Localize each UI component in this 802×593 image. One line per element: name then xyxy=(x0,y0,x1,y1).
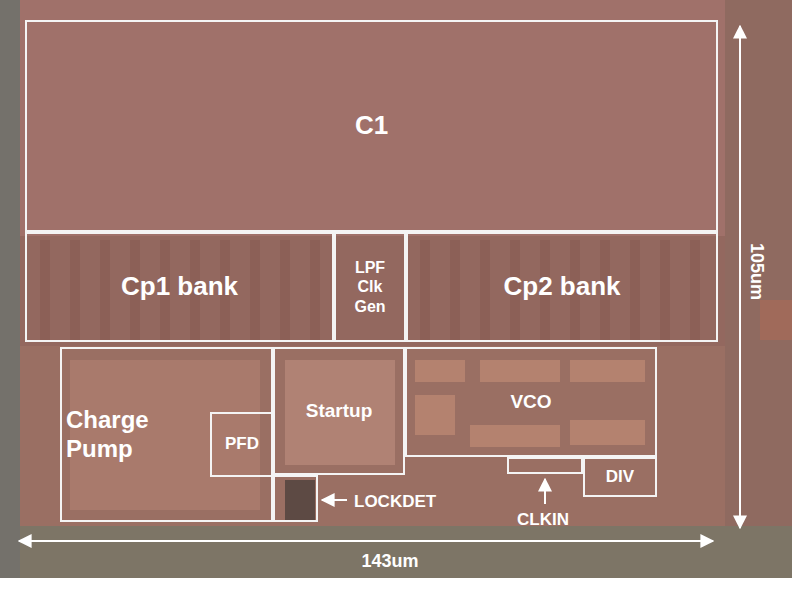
pfd-block: PFD xyxy=(210,412,274,477)
block-label: DIV xyxy=(606,467,634,487)
block-label: LPF Clk Gen xyxy=(348,258,392,316)
callout-label: CLKIN xyxy=(517,510,569,530)
dimension-label: 143um xyxy=(361,551,418,572)
lockdet-block: LOCKDET xyxy=(273,475,318,522)
block-label: Charge Pump xyxy=(66,406,191,464)
block-label: Cp1 bank xyxy=(121,271,238,302)
dimension-label: 105um xyxy=(746,242,767,299)
charge-pump-block: Charge Pump PFD xyxy=(60,347,273,522)
block-label: Cp2 bank xyxy=(503,271,620,302)
callout-label: LOCKDET xyxy=(354,492,436,512)
capacitor-bank: Cp2 bank xyxy=(406,232,718,342)
capacitor-block: C1 xyxy=(25,20,718,232)
startup-block: Startup xyxy=(273,347,405,475)
divider-block: DIV xyxy=(583,457,657,497)
clkin-block: CLKIN xyxy=(507,457,583,474)
block-label: PFD xyxy=(225,434,259,454)
clock-generator-block: LPF Clk Gen xyxy=(334,232,406,342)
vco-block: VCO xyxy=(405,347,657,457)
block-label: Startup xyxy=(306,400,373,423)
capacitor-bank: Cp1 bank xyxy=(25,232,334,342)
block-label: VCO xyxy=(510,391,551,414)
block-label: C1 xyxy=(355,110,388,141)
